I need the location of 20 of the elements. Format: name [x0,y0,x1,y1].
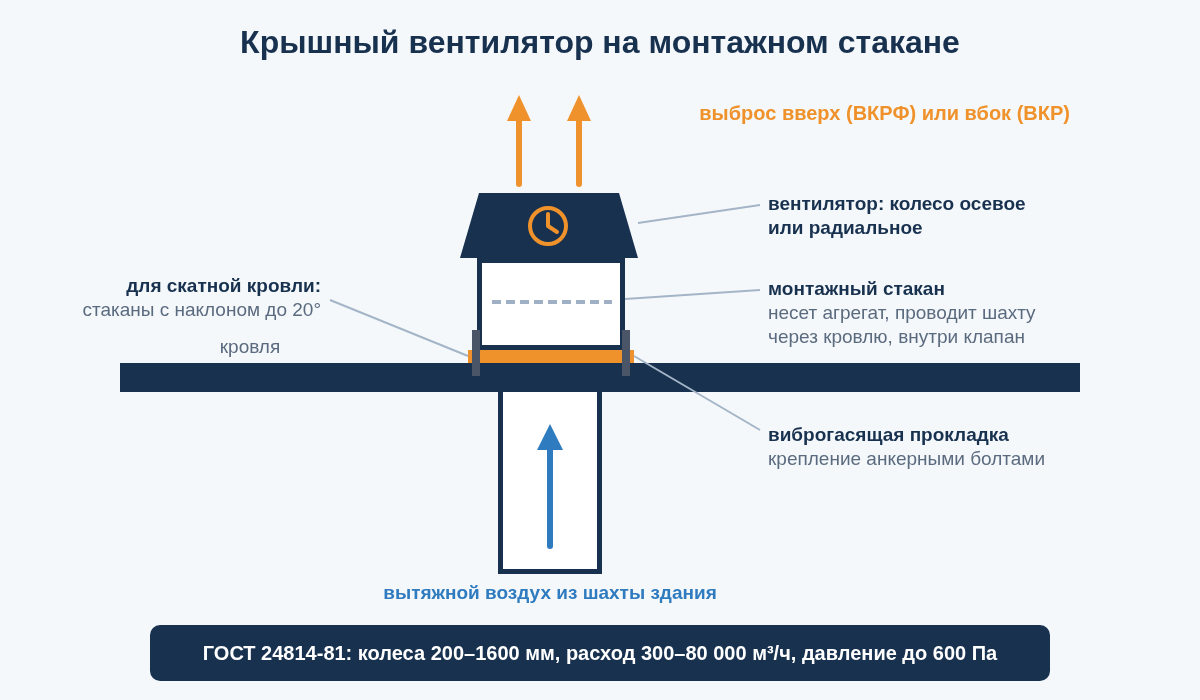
callout-text: несет агрегат, проводит шахту через кровлю, внутри клапан [768,301,1037,349]
callout-heading: виброгасящая прокладка [768,423,1009,447]
mounting-curb [477,258,625,350]
gasket-bar [468,350,634,363]
callout-heading: для скатной кровли: [126,274,321,298]
flow-label: вытяжной воздух из шахты здания [383,581,717,605]
callout-text: крепление анкерными болтами [768,447,1045,471]
flow-label: выброс вверх (ВКРФ) или вбок (ВКР) [699,101,1070,125]
leader-line [633,355,761,431]
callout-heading: вентилятор: колесо осевое или радиальное [768,192,1027,240]
roof-slab [120,363,1080,392]
callout-heading: монтажный стакан [768,277,945,301]
leader-line [624,289,761,300]
fan-hood [460,193,638,258]
info-banner: ГОСТ 24814-81: колеса 200–1600 мм, расход 300–80 000 м³/ч, давление до 600 Па [150,625,1050,681]
leader-line [637,204,761,224]
diagram-title: Крышный вентилятор на монтажном стакане [240,23,960,62]
callout-text: стаканы с наклоном до 20° [82,298,321,322]
leader-line [329,299,469,357]
part-label: кровля [219,335,281,359]
